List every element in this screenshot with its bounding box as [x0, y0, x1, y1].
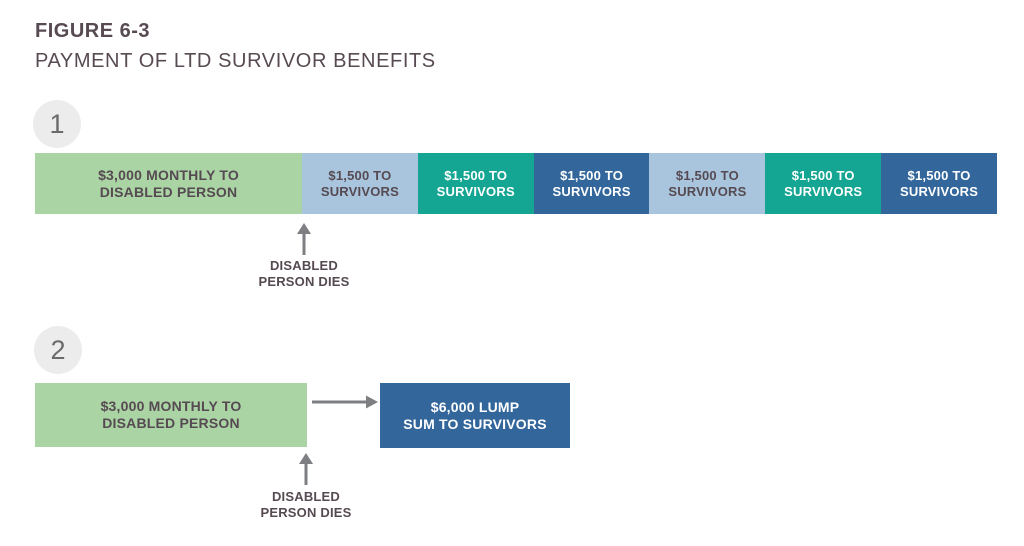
annotation-line1: DISABLED [271, 489, 341, 504]
bar-segment-survivor-2: $1,500 TO SURVIVORS [417, 153, 534, 214]
step-2-badge: 2 [34, 326, 82, 374]
segment-label-line1: $1,500 TO [907, 167, 971, 183]
bar-segment-survivor-3: $1,500 TO SURVIVORS [533, 153, 650, 214]
annotation-line2: PERSON DIES [258, 274, 350, 289]
annotation-disabled-person-dies-2: DISABLED PERSON DIES [211, 489, 401, 521]
step-1-number: 1 [49, 108, 65, 139]
segment-label-line1: $1,500 TO [675, 167, 739, 183]
segment-label-line2: SURVIVORS [784, 183, 863, 199]
segment-label-line2: SURVIVORS [320, 183, 399, 199]
bar-segment-survivor-1: $1,500 TO SURVIVORS [302, 153, 418, 214]
payment-timeline-bar: $3,000 MONTHLY TO DISABLED PERSON $1,500… [35, 153, 997, 214]
box-label-line1: $3,000 MONTHLY TO [100, 398, 242, 414]
box-label-line2: SUM TO SURVIVORS [403, 415, 547, 432]
segment-label-line2: SURVIVORS [899, 183, 979, 199]
segment-label-line1: $3,000 MONTHLY TO [98, 166, 239, 183]
figure-title: PAYMENT OF LTD SURVIVOR BENEFITS [35, 50, 436, 72]
segment-label-line2: SURVIVORS [436, 183, 515, 199]
step-1-badge: 1 [33, 100, 81, 148]
disabled-payment-box: $3,000 MONTHLY TO DISABLED PERSON [35, 383, 307, 447]
segment-label-line2: DISABLED PERSON [99, 183, 238, 200]
segment-label-line2: SURVIVORS [552, 183, 631, 199]
bar-segment-disabled-payment: $3,000 MONTHLY TO DISABLED PERSON [35, 153, 302, 214]
box-label-line2: DISABLED PERSON [102, 415, 240, 431]
segment-label-line1: $1,500 TO [791, 167, 855, 183]
annotation-line1: DISABLED [269, 258, 339, 273]
up-arrow-icon [294, 223, 314, 255]
bar-segment-survivor-5: $1,500 TO SURVIVORS [765, 153, 882, 214]
bar-segment-survivor-6: $1,500 TO SURVIVORS [881, 153, 997, 214]
annotation-line2: PERSON DIES [260, 505, 352, 520]
step-2-number: 2 [50, 334, 66, 365]
lump-sum-box: $6,000 LUMP SUM TO SURVIVORS [380, 383, 570, 448]
figure-number: FIGURE 6-3 [35, 20, 151, 42]
up-arrow-icon [296, 453, 316, 485]
box-label-line1: $6,000 LUMP [430, 398, 520, 415]
annotation-disabled-person-dies-1: DISABLED PERSON DIES [209, 258, 399, 290]
bar-segment-survivor-4: $1,500 TO SURVIVORS [649, 153, 766, 214]
segment-label-line1: $1,500 TO [560, 167, 624, 183]
segment-label-line2: SURVIVORS [668, 183, 747, 199]
segment-label-line1: $1,500 TO [444, 167, 508, 183]
segment-label-line1: $1,500 TO [328, 167, 392, 183]
right-arrow-icon [312, 394, 378, 410]
